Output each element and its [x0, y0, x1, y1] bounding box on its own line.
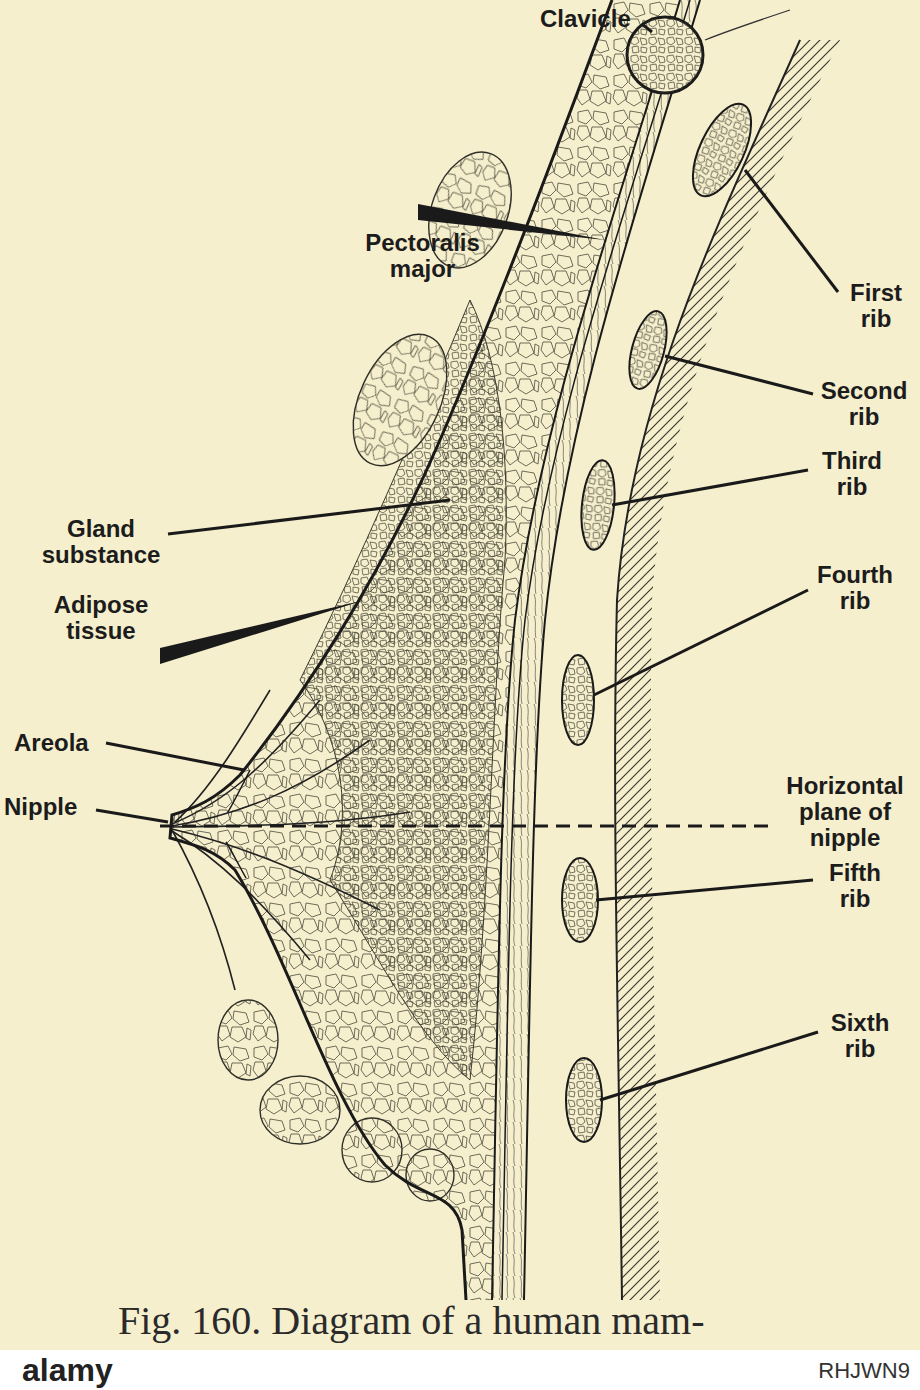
structure-label: Nipple — [4, 794, 94, 820]
footer-bar — [0, 1350, 920, 1390]
muscle-label: Pectoralis major — [355, 230, 490, 282]
image-id: RHJWN9 — [770, 1358, 910, 1384]
rib-label: Fifth rib — [815, 860, 895, 912]
watermark: alamy — [22, 1352, 162, 1388]
tissue-label: Gland substance — [36, 516, 166, 568]
tissue-label: Adipose tissue — [36, 592, 166, 644]
bone-label: Clavicle — [540, 6, 640, 32]
rib-label: Fourth rib — [810, 562, 900, 614]
figure-caption: Fig. 160. Diagram of a human mam- — [118, 1298, 705, 1344]
structure-label: Areola — [14, 730, 104, 756]
plane-label: Horizontal plane of nipple — [776, 773, 914, 851]
rib-label: Sixth rib — [820, 1010, 900, 1062]
rib-label: First rib — [840, 280, 912, 332]
rib-label: Third rib — [812, 448, 892, 500]
rib-label: Second rib — [814, 378, 914, 430]
